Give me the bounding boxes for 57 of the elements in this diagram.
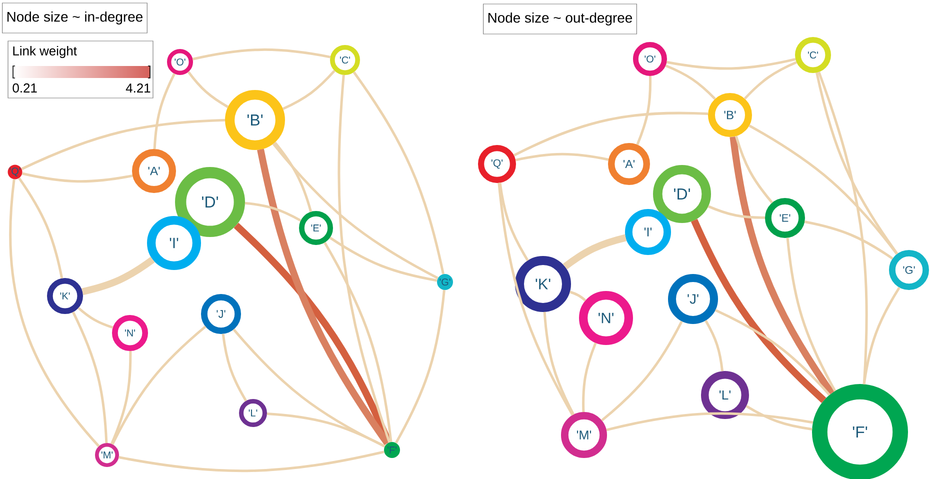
link	[636, 76, 652, 146]
link	[338, 74, 391, 443]
link	[748, 124, 898, 255]
tick-label: 0.21	[12, 83, 37, 93]
link	[274, 142, 312, 212]
link	[352, 71, 444, 274]
link	[582, 342, 597, 412]
link	[257, 148, 390, 446]
link	[111, 326, 206, 445]
link	[9, 179, 100, 448]
link	[72, 312, 108, 444]
link	[22, 172, 133, 183]
link	[601, 320, 683, 422]
link	[786, 238, 836, 392]
link	[665, 64, 716, 100]
link	[562, 234, 627, 270]
link	[804, 220, 894, 260]
link	[192, 48, 331, 60]
link	[244, 202, 302, 222]
legend-title: Link weight	[13, 46, 77, 58]
link	[744, 61, 798, 100]
link	[110, 350, 132, 444]
link	[187, 71, 229, 108]
link	[606, 412, 814, 432]
link	[730, 136, 834, 396]
link	[78, 307, 114, 329]
link	[153, 73, 176, 150]
link	[569, 290, 586, 302]
link	[266, 412, 386, 448]
link	[666, 58, 796, 70]
link	[862, 286, 900, 384]
title-box: Node size ~ out-degree	[483, 4, 637, 34]
link	[329, 236, 438, 282]
link	[690, 218, 826, 403]
link	[708, 205, 765, 219]
link	[498, 182, 529, 262]
link	[513, 112, 708, 157]
link	[21, 118, 226, 170]
link	[498, 182, 574, 416]
link	[714, 309, 830, 396]
link	[394, 290, 446, 444]
link	[816, 72, 898, 255]
link	[282, 70, 336, 110]
tick-label: 4.21	[126, 83, 150, 93]
title-box: Node size ~ in-degree	[2, 2, 148, 34]
link	[543, 312, 575, 416]
link	[222, 334, 248, 402]
link	[704, 320, 724, 372]
link	[515, 152, 609, 162]
link	[746, 404, 812, 430]
link	[18, 177, 64, 279]
link	[82, 256, 155, 296]
link	[324, 242, 392, 442]
link	[118, 450, 384, 472]
link	[272, 142, 438, 280]
link	[734, 136, 774, 204]
link	[232, 328, 386, 448]
